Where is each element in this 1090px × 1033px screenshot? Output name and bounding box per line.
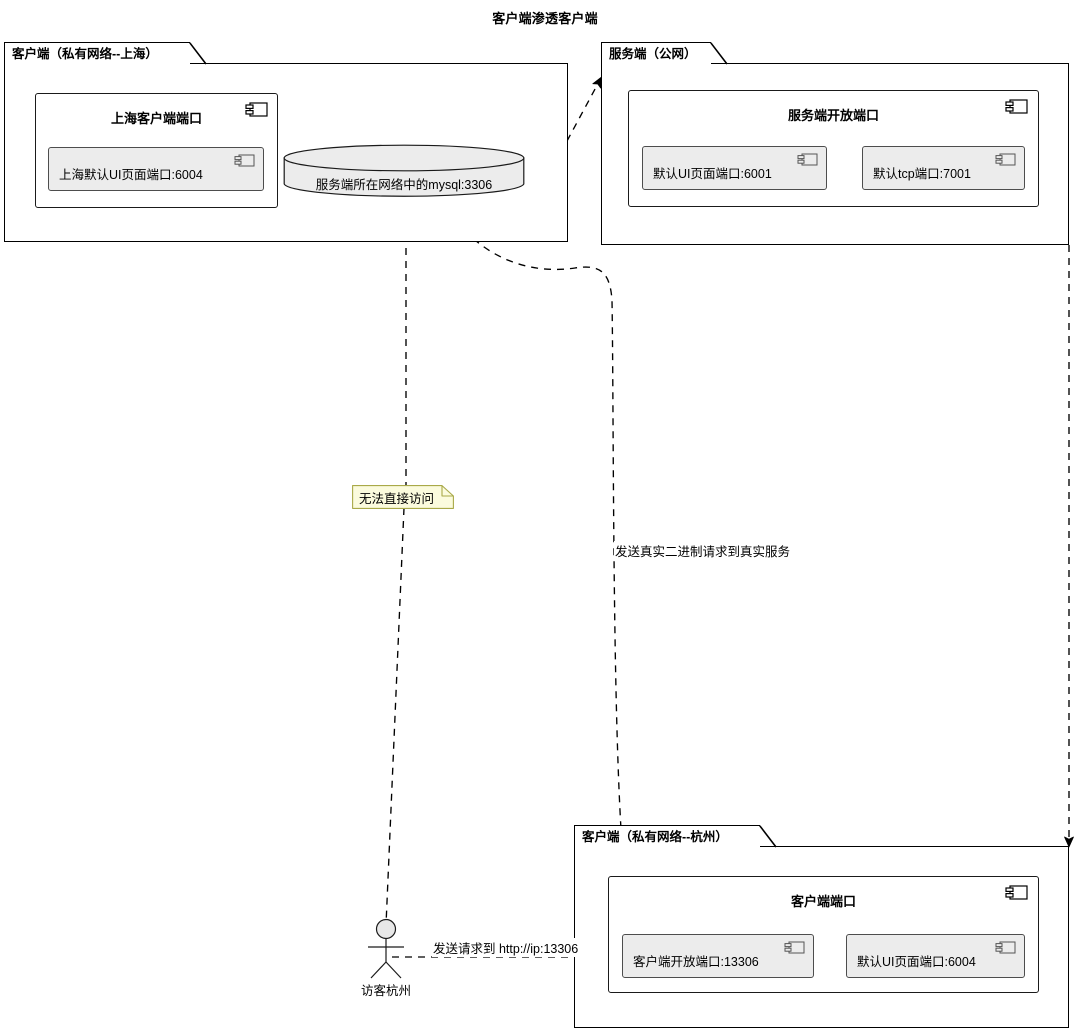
database-icon: [283, 144, 525, 197]
package-label-server-public: 服务端（公网）: [609, 47, 697, 61]
node-title-server-open-ports: 服务端开放端口: [787, 108, 879, 123]
artifact-label-client-ui-port: 默认UI页面端口:6004: [857, 955, 976, 969]
note-cannot-access[interactable]: 无法直接访问: [352, 485, 454, 509]
artifact-label-server-tcp-port: 默认tcp端口:7001: [873, 167, 971, 181]
component-icon: [1005, 99, 1028, 114]
actor-stickman-icon: [368, 918, 404, 979]
artifact-server-tcp-port[interactable]: 默认tcp端口:7001: [862, 146, 1025, 190]
component-icon: [1005, 885, 1028, 900]
page-title: 客户端渗透客户端: [492, 11, 598, 26]
artifact-label-shanghai-ui-port: 上海默认UI页面端口:6004: [59, 168, 203, 182]
artifact-shanghai-ui-port[interactable]: 上海默认UI页面端口:6004: [48, 147, 264, 191]
component-icon: [995, 941, 1016, 954]
node-title-client-ports: 客户端端口: [790, 894, 856, 909]
package-tab-slant-hangzhou: [759, 825, 777, 848]
actor-visitor-hangzhou[interactable]: 访客杭州: [346, 918, 426, 1000]
component-icon: [245, 102, 268, 117]
edge-note-to-visitor: [385, 507, 405, 926]
artifact-client-open-port[interactable]: 客户端开放端口:13306: [622, 934, 814, 978]
package-tab-slant-shanghai: [189, 42, 207, 65]
artifact-server-ui-port[interactable]: 默认UI页面端口:6001: [642, 146, 827, 190]
package-label-client-hangzhou: 客户端（私有网络--杭州）: [582, 830, 728, 844]
package-tab-slant-server: [710, 42, 728, 65]
artifact-label-server-ui-port: 默认UI页面端口:6001: [653, 167, 772, 181]
component-icon: [995, 153, 1016, 166]
node-title-shanghai-client-port: 上海客户端端口: [110, 111, 202, 126]
component-icon: [784, 941, 805, 954]
artifact-client-ui-port[interactable]: 默认UI页面端口:6004: [846, 934, 1025, 978]
component-icon: [797, 153, 818, 166]
note-label-cannot-access: 无法直接访问: [359, 492, 435, 506]
database-server-network-mysql[interactable]: 服务端所在网络中的mysql:3306: [283, 144, 525, 198]
artifact-label-client-open-port: 客户端开放端口:13306: [633, 955, 759, 969]
package-label-client-shanghai: 客户端（私有网络--上海）: [12, 47, 158, 61]
database-label-server-network-mysql: 服务端所在网络中的mysql:3306: [315, 178, 493, 192]
edge-label-visitor-to-client-open-port: 发送请求到 http://ip:13306: [432, 938, 580, 957]
package-tab-server-public: 服务端（公网）: [601, 42, 711, 64]
component-icon: [234, 154, 255, 167]
actor-label-visitor-hangzhou: 访客杭州: [360, 984, 411, 998]
edge-label-server-to-real-service: 发送真实二进制请求到真实服务: [614, 541, 792, 560]
package-tab-client-shanghai: 客户端（私有网络--上海）: [4, 42, 190, 64]
edge-shanghai-to-server: [566, 76, 602, 142]
edge-hangzhou-to-mysql: [442, 198, 626, 881]
package-tab-client-hangzhou: 客户端（私有网络--杭州）: [574, 825, 760, 847]
